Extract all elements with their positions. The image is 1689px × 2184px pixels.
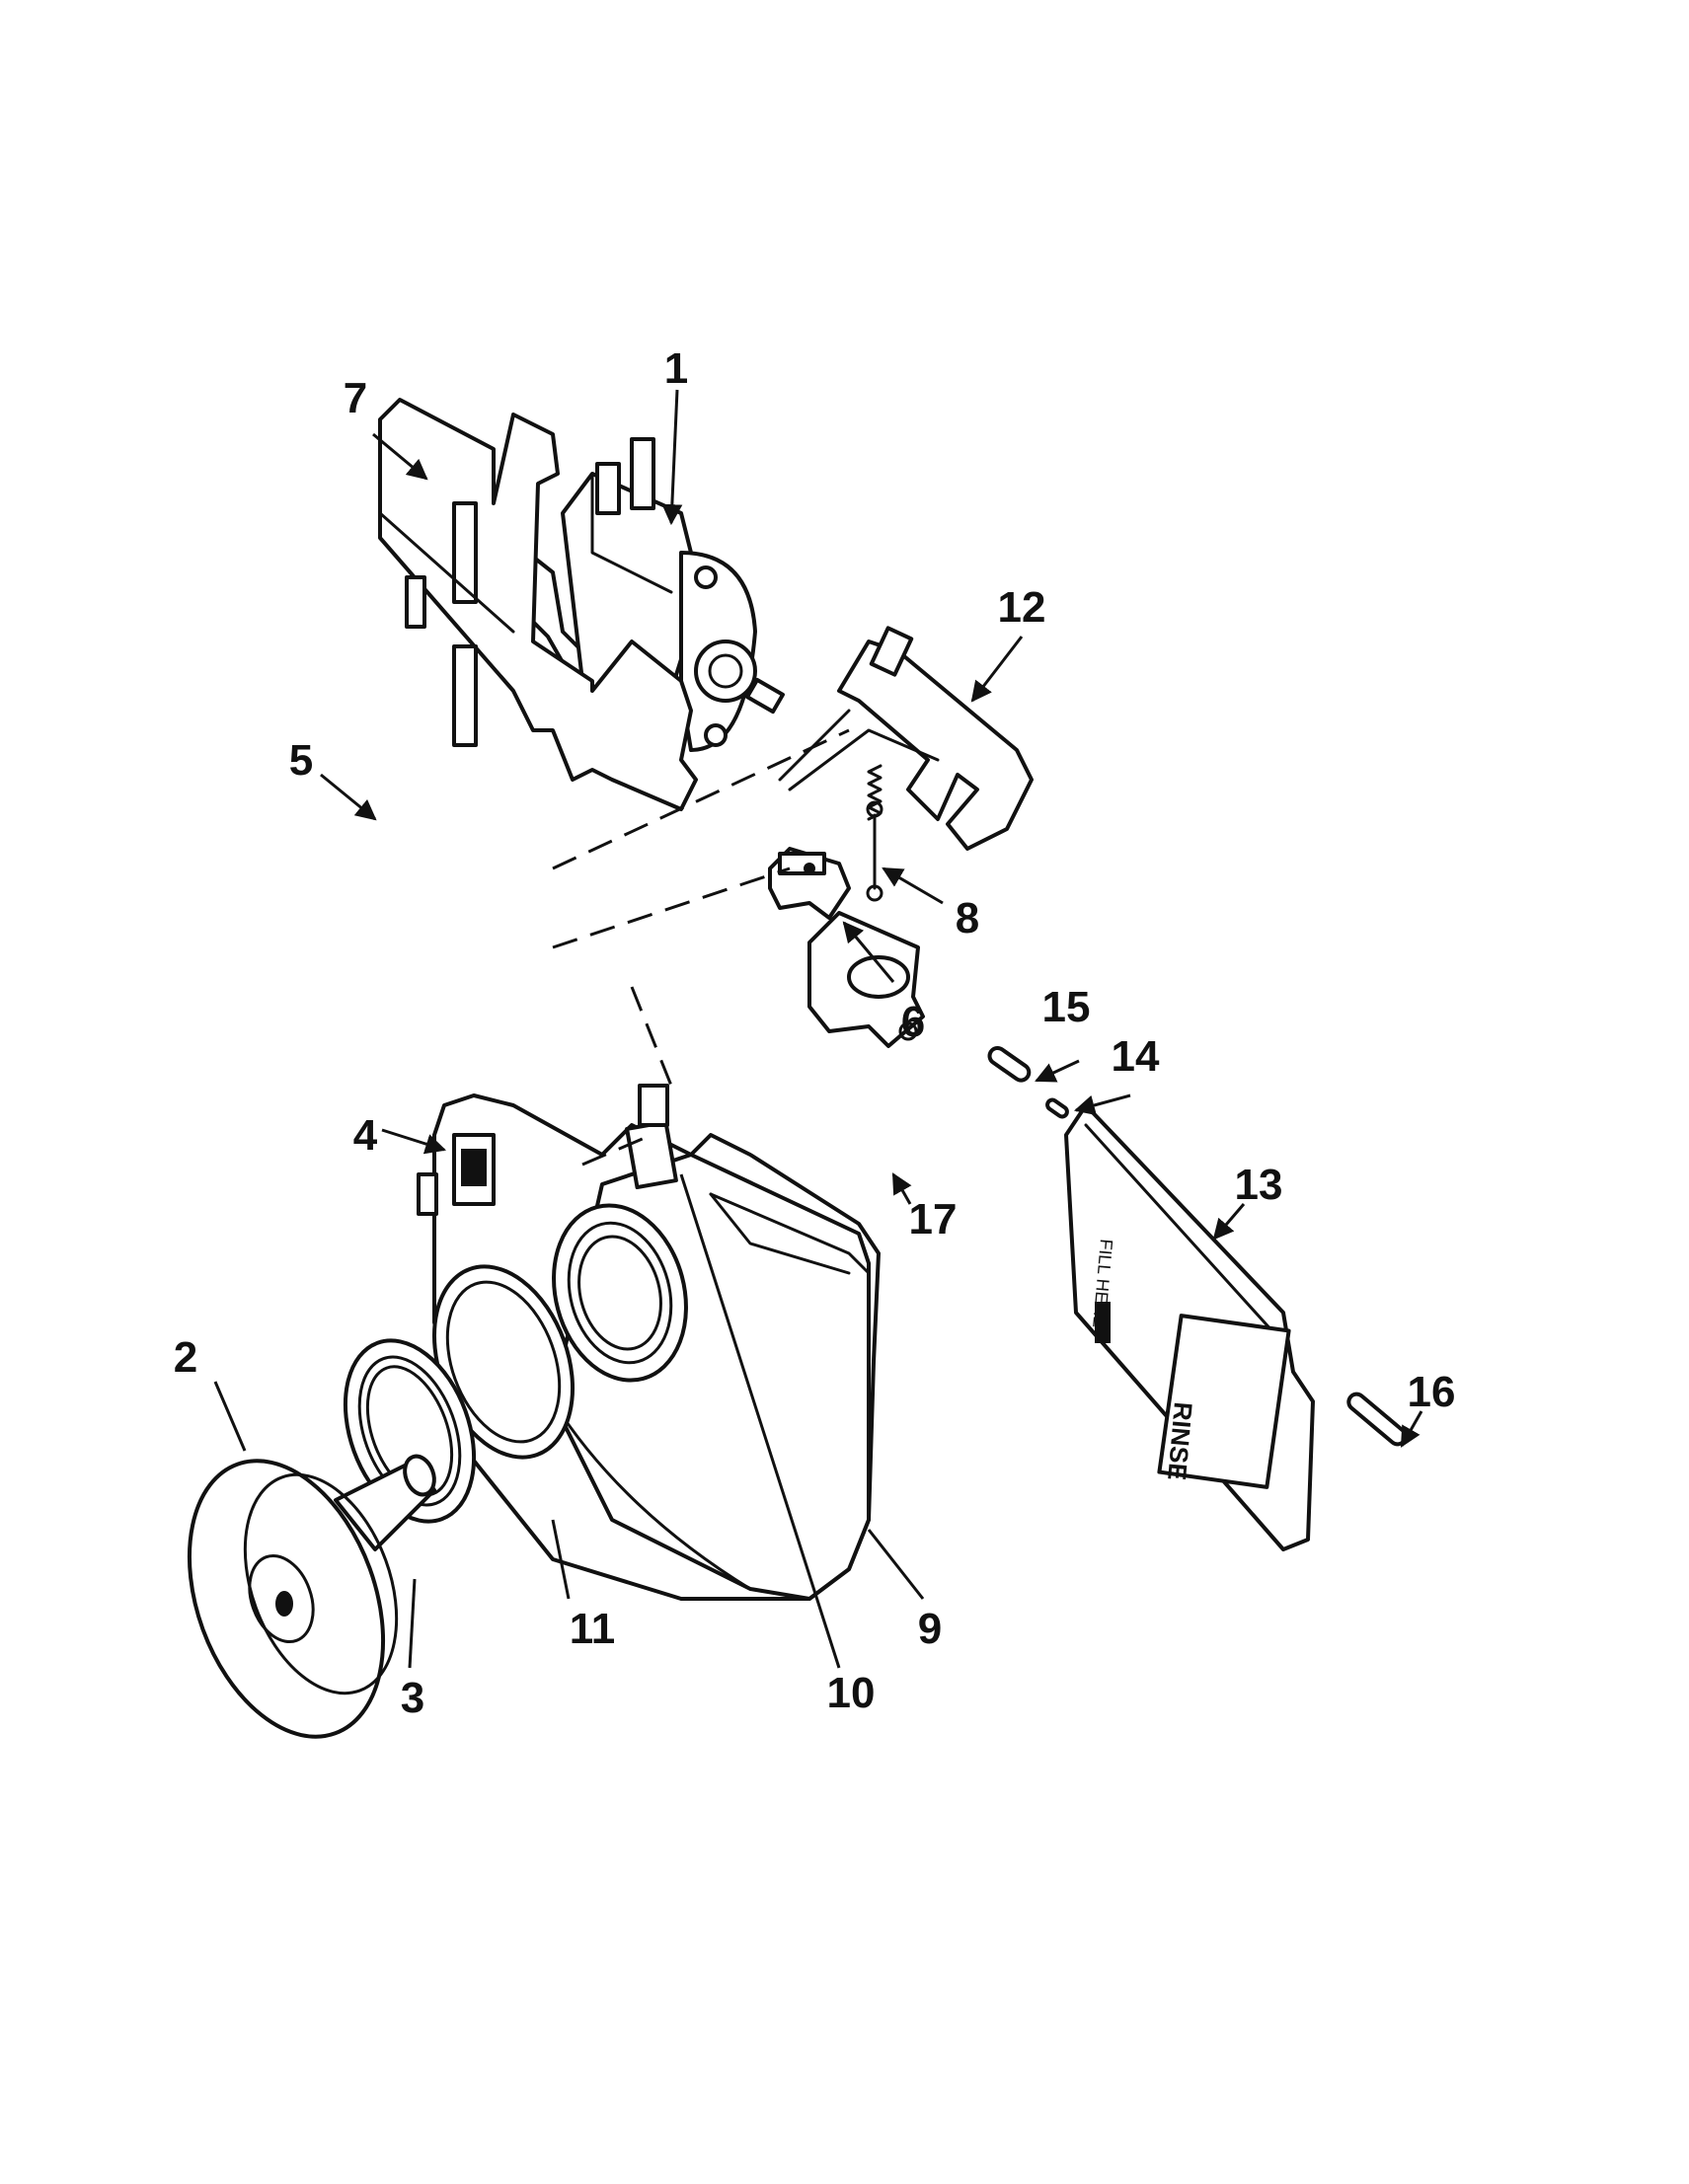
callout-11: 11 — [570, 1605, 616, 1653]
callout-17: 17 — [909, 1195, 958, 1243]
part-15-pin — [987, 1045, 1032, 1083]
part-6-latch — [768, 847, 851, 920]
callout-8: 8 — [956, 894, 979, 942]
callout-4: 4 — [353, 1111, 378, 1160]
callout-2: 2 — [174, 1333, 197, 1382]
part-8-spring — [866, 764, 883, 902]
part-14-pin — [1045, 1097, 1069, 1119]
callout-16: 16 — [1408, 1368, 1456, 1416]
callout-1: 1 — [664, 344, 688, 393]
part-17-catch — [807, 911, 925, 1048]
dispenser-opening — [552, 1203, 688, 1383]
callout-12: 12 — [998, 583, 1046, 632]
leader-lines — [213, 389, 1423, 1669]
part-13-door-panel: RINSE FILL HERE — [1064, 1103, 1315, 1551]
part-16-pin — [1346, 1392, 1408, 1447]
part-12-lever — [778, 626, 1034, 851]
callout-9: 9 — [918, 1605, 942, 1653]
callout-6: 6 — [901, 998, 925, 1046]
callout-13: 13 — [1235, 1161, 1283, 1209]
part-10-cap — [625, 1084, 678, 1190]
svg-text:RINSE: RINSE — [1162, 1400, 1198, 1481]
callout-15: 15 — [1042, 983, 1091, 1031]
callout-3: 3 — [401, 1674, 424, 1722]
alignment-lines — [552, 728, 850, 1167]
callout-7: 7 — [344, 374, 367, 422]
part-5-frame — [378, 398, 698, 811]
callout-labels: 1 2 3 4 5 6 7 8 9 10 11 12 13 14 15 16 1… — [174, 344, 1456, 1722]
part-1-switch — [561, 437, 785, 752]
callout-10: 10 — [827, 1669, 876, 1717]
callout-14: 14 — [1112, 1032, 1160, 1081]
part-2-knob — [187, 1454, 436, 1739]
callout-5: 5 — [289, 736, 313, 785]
